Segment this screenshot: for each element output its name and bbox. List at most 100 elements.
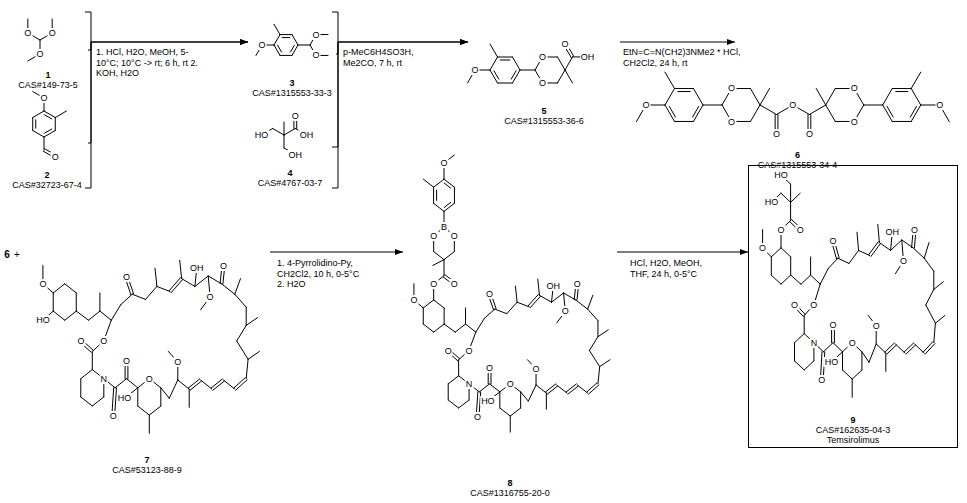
cas-number: CAS#1316755-20-0 bbox=[470, 488, 550, 498]
bond-line bbox=[273, 129, 284, 136]
atom-label: OH bbox=[545, 281, 561, 291]
bond-line bbox=[538, 279, 540, 295]
bond-line bbox=[790, 202, 791, 220]
atom-label: O bbox=[429, 231, 438, 241]
atom-label: O bbox=[828, 236, 837, 246]
atom-label: HO bbox=[35, 315, 51, 325]
bond-line bbox=[292, 45, 298, 55]
bond-line bbox=[771, 248, 781, 257]
bond-line bbox=[182, 279, 195, 287]
bond-line bbox=[444, 308, 445, 324]
atom-label: O bbox=[641, 100, 650, 110]
bond-line bbox=[795, 361, 805, 370]
scheme-label: + bbox=[13, 250, 21, 260]
bond-line bbox=[576, 300, 588, 309]
bond-line bbox=[100, 311, 111, 320]
bond-line bbox=[911, 72, 921, 88]
bond-line bbox=[274, 24, 280, 34]
bond-line bbox=[53, 284, 65, 293]
bond-line bbox=[597, 321, 598, 337]
reaction-conditions: HCl, H2O, MeOH, THF, 24 h, 0-5°C bbox=[630, 258, 720, 279]
bond-line bbox=[891, 240, 902, 250]
molecule-structure bbox=[468, 43, 588, 83]
bond-line bbox=[115, 379, 126, 388]
atom-label: O bbox=[538, 78, 547, 88]
bond-line bbox=[494, 71, 499, 79]
atom-label: O bbox=[440, 158, 449, 168]
bond-line bbox=[459, 400, 469, 408]
bond-line bbox=[558, 57, 566, 70]
bond-line bbox=[111, 305, 121, 321]
bond-line bbox=[833, 343, 843, 352]
bond-line bbox=[490, 384, 500, 392]
bond-line bbox=[235, 279, 241, 295]
cas-number: CAS#149-73-5 bbox=[18, 80, 78, 90]
bond-line bbox=[869, 242, 879, 255]
bond-line bbox=[490, 57, 498, 70]
bond-line bbox=[791, 275, 801, 284]
atom-label: O bbox=[257, 40, 266, 50]
bond-line bbox=[65, 284, 77, 293]
bond-line bbox=[588, 309, 598, 321]
bond-line bbox=[436, 190, 437, 200]
connectors bbox=[88, 42, 748, 252]
molecule-structure bbox=[43, 260, 260, 433]
bond-line bbox=[588, 295, 593, 309]
bond-line bbox=[521, 392, 529, 401]
atom-label: O bbox=[109, 411, 118, 421]
atom-label: O bbox=[48, 28, 57, 38]
cas-number: CAS#1315553-36-6 bbox=[504, 116, 584, 126]
bond-line bbox=[76, 293, 77, 311]
bond-line bbox=[566, 384, 576, 392]
bond-line bbox=[81, 370, 93, 379]
bond-line bbox=[864, 105, 883, 106]
bond-line bbox=[55, 118, 56, 131]
bond-line bbox=[237, 325, 247, 341]
atom-label: O bbox=[409, 295, 418, 305]
bond-line bbox=[926, 289, 934, 305]
bond-line bbox=[423, 308, 424, 324]
bond-line bbox=[138, 406, 150, 415]
atom-label: OH bbox=[288, 150, 304, 160]
bond-line bbox=[906, 345, 916, 354]
bond-line bbox=[751, 89, 761, 105]
atom-label: O bbox=[485, 363, 494, 373]
bond-line bbox=[190, 381, 201, 390]
atom-label: O bbox=[291, 111, 300, 121]
bond-line bbox=[434, 252, 444, 260]
bond-line bbox=[423, 324, 433, 332]
bond-line bbox=[600, 360, 610, 367]
bond-line bbox=[280, 55, 292, 56]
bond-line bbox=[169, 380, 178, 398]
reaction-conditions: 1. HCl, H2O, MeOH, 5-10°C; 10°C -> rt; 6… bbox=[96, 47, 204, 79]
bond-line bbox=[887, 345, 897, 354]
bond-line bbox=[455, 324, 465, 332]
bond-line bbox=[879, 243, 890, 251]
bond-line bbox=[298, 45, 310, 46]
cas-number: CAS#162635-04-3 bbox=[816, 425, 891, 435]
atom-label: HO bbox=[824, 357, 840, 367]
bond-line bbox=[444, 203, 454, 211]
atom-label: O bbox=[51, 152, 60, 162]
bond-line bbox=[178, 380, 189, 389]
bond-line bbox=[546, 393, 547, 409]
bond-line bbox=[476, 318, 485, 332]
bond-line bbox=[861, 352, 862, 370]
bond-line bbox=[547, 386, 557, 394]
bond-line bbox=[760, 88, 770, 105]
bond-line bbox=[557, 385, 567, 393]
bond-line bbox=[500, 60, 510, 61]
atom-label: O bbox=[788, 100, 797, 110]
bond-line bbox=[892, 121, 911, 122]
bracket bbox=[332, 12, 338, 188]
atom-label: O bbox=[727, 83, 736, 93]
bond-line bbox=[454, 187, 455, 203]
atom-label: O bbox=[772, 129, 781, 139]
bond-line bbox=[160, 388, 161, 406]
bond-line bbox=[189, 389, 190, 407]
bond-line bbox=[465, 308, 466, 324]
bond-line bbox=[55, 111, 66, 118]
bond-line bbox=[883, 105, 893, 121]
bond-line bbox=[564, 293, 576, 300]
